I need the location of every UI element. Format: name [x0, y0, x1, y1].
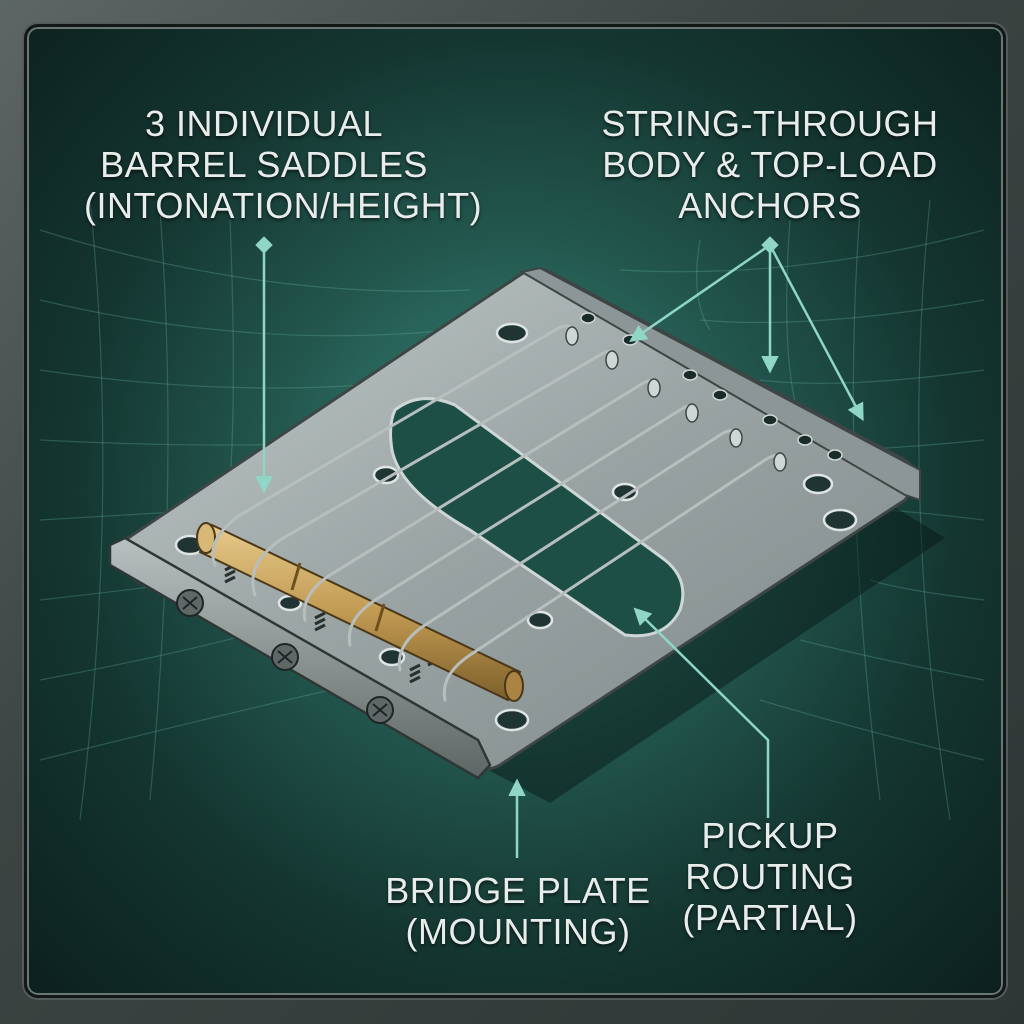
- leader-routing: [633, 607, 770, 818]
- callout-saddles-line2: BARREL SADDLES: [100, 144, 428, 185]
- pickup-route: [389, 397, 685, 638]
- callout-anchors: STRING-THROUGH BODY & TOP-LOAD ANCHORS: [590, 103, 950, 226]
- callout-routing-line3: (PARTIAL): [682, 897, 858, 938]
- callout-anchors-line3: ANCHORS: [678, 185, 862, 226]
- callout-saddles: 3 INDIVIDUAL BARREL SADDLES (INTONATION/…: [84, 103, 483, 226]
- callout-saddles-line3: (INTONATION/HEIGHT): [84, 185, 483, 226]
- callout-plate-line2: (MOUNTING): [405, 911, 631, 952]
- bridge-plate: [108, 266, 921, 780]
- leader-anchors-1: [629, 236, 779, 342]
- callout-plate: BRIDGE PLATE (MOUNTING): [378, 870, 658, 952]
- callout-routing: PICKUP ROUTING (PARTIAL): [660, 815, 880, 938]
- callout-plate-line1: BRIDGE PLATE: [385, 870, 651, 911]
- callout-saddles-line1: 3 INDIVIDUAL: [144, 103, 384, 144]
- leader-anchors-3: [768, 244, 864, 422]
- callout-routing-line2: ROUTING: [685, 856, 855, 897]
- callout-anchors-line2: BODY & TOP-LOAD: [602, 144, 938, 185]
- leader-lines: [255, 236, 864, 858]
- callout-routing-line1: PICKUP: [701, 815, 839, 856]
- callout-anchors-line1: STRING-THROUGH: [601, 103, 939, 144]
